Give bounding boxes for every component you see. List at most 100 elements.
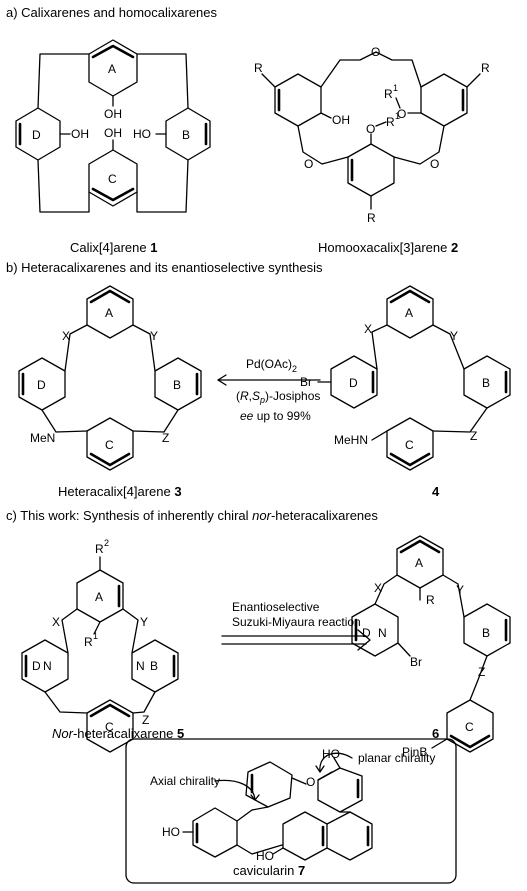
z-label-6: Z — [478, 665, 485, 679]
ring-label-c-6: C — [465, 720, 474, 734]
br-label-6: Br — [410, 655, 422, 669]
ring-label-d-3: D — [37, 378, 46, 392]
r1-sup-2a: 1 — [393, 83, 398, 93]
caption-6-num: 6 — [432, 726, 440, 741]
caption-2-num: 2 — [450, 240, 459, 255]
cav-ring-left — [192, 807, 238, 858]
ho-label-b-1: HO — [133, 127, 151, 141]
ring-a-4 — [386, 285, 434, 339]
x-label-3: X — [62, 329, 70, 343]
cond-josiphos: (R,Sp)-Josiphos — [236, 389, 320, 405]
ring-2-left — [274, 73, 322, 127]
planar-arrow-head — [315, 765, 325, 773]
link-3-y — [132, 324, 156, 372]
oh-label-d-1: OH — [71, 127, 89, 141]
cav-linker-2 — [236, 844, 283, 855]
caption-compound-3: Heteracalix[4]arene 3 — [58, 484, 182, 499]
section-c-suffix: -heteracalixarenes — [270, 508, 378, 523]
ring-label-d-5: D — [32, 659, 41, 673]
r1-label-5: R — [84, 635, 93, 649]
cavicularin-frame — [125, 738, 457, 884]
cav-ho-bond — [333, 757, 341, 769]
retro-head — [357, 629, 371, 651]
structure-nor-heteracalixarene: A D B C N N X Y Z R 2 R 1 — [21, 538, 179, 753]
ring-2-right — [420, 73, 468, 127]
n-label-6: N — [378, 626, 387, 640]
o-label-2-right: O — [430, 157, 439, 171]
link-4-nh — [371, 430, 388, 441]
ring-label-d-6: D — [362, 626, 371, 640]
r-bond-right — [466, 73, 481, 88]
section-a-title: a) Calixarenes and homocalixarenes — [6, 5, 218, 20]
oh-label-a-1: OH — [104, 107, 122, 121]
link-6-br — [397, 642, 411, 657]
ring-label-a-3: A — [105, 306, 113, 320]
section-c-title: c) This work: Synthesis of inherently ch… — [6, 508, 378, 523]
z-label-5: Z — [142, 713, 149, 727]
caption-compound-1: Calix[4]arene 1 — [70, 240, 157, 255]
y-label-3: Y — [150, 329, 158, 343]
ring-label-c-1: C — [108, 172, 117, 186]
cav-ring-lower — [282, 811, 328, 861]
caption-compound-7: cavicularin 7 — [233, 863, 305, 878]
r2-sup-5: 2 — [104, 538, 109, 548]
pinb-label-6: PinB — [402, 745, 427, 759]
cond-ee: ee up to 99% — [240, 409, 311, 423]
r1-sup-5: 1 — [93, 631, 98, 641]
oh-label-2: OH — [332, 113, 350, 127]
planar-chirality-label: planar chirality — [358, 751, 435, 765]
link-5-y — [122, 608, 139, 654]
section-b-title: b) Heteracalixarenes and its enantiosele… — [6, 260, 323, 275]
link-5-z — [132, 691, 156, 714]
caption-1-num: 1 — [150, 240, 158, 255]
structure-homooxacalix3arene: R R R O O O OH O R 1 O R 1 — [254, 45, 490, 225]
r-label-2-right: R — [481, 61, 490, 75]
r1-sup-2b: 1 — [395, 111, 400, 121]
caption-3-num: 3 — [174, 484, 182, 499]
ring-c-6 — [446, 699, 494, 753]
ring-c-4-inner — [389, 452, 431, 467]
ring-label-d-1: D — [32, 128, 41, 142]
o-label-2-top: O — [371, 45, 380, 59]
ring-label-b-4: B — [482, 376, 490, 390]
z-label-4: Z — [470, 429, 477, 443]
link-3-x — [64, 324, 88, 372]
arrow-b-head — [217, 374, 227, 386]
men-label-3: MeN — [30, 431, 55, 445]
caption-5-text: -heteracalixarene — [72, 726, 178, 741]
caption-7-num: 7 — [298, 863, 306, 878]
ring-c-3-inner — [89, 452, 131, 467]
ring-label-c-3: C — [105, 438, 114, 452]
structure-calix4arene: A C D B OH OH OH HO — [15, 39, 211, 213]
o-label-2-left: O — [304, 157, 313, 171]
x-label-5: X — [52, 615, 60, 629]
caption-2-text: Homooxacalix[3]arene — [318, 240, 451, 255]
caption-4-num: 4 — [432, 484, 440, 499]
ring-a-4-inner — [389, 289, 431, 304]
ring-a-3 — [86, 285, 134, 339]
planar-arrow — [319, 752, 353, 773]
ring-label-a-5: A — [95, 590, 103, 604]
bridge-1-dc — [37, 159, 90, 213]
bridge-1-bc — [136, 159, 189, 213]
oh-label-c-1: OH — [104, 126, 122, 140]
r-label-2-left: R — [254, 61, 263, 75]
link-6-x — [374, 574, 398, 605]
r1-label-2a: R — [384, 87, 393, 101]
ho-label-cav-bottom: HO — [256, 849, 274, 863]
x-label-6: X — [374, 581, 382, 595]
cond-suzuki-1: Enantioselective — [232, 600, 320, 614]
ho-label-cav-left: HO — [162, 825, 180, 839]
cav-ring-fused — [326, 811, 373, 861]
link-4-y — [432, 324, 465, 370]
cav-ho-lower-bond — [272, 847, 284, 855]
link-5-dc — [44, 691, 88, 714]
link-6-y — [442, 574, 465, 618]
link-4-z — [432, 407, 488, 433]
n-label-5-b: N — [136, 659, 145, 673]
axial-arrow — [214, 779, 256, 801]
ring-label-b-6: B — [482, 626, 490, 640]
caption-compound-6: 6 — [432, 726, 439, 741]
ring-label-c-5: C — [105, 720, 114, 734]
z-label-3: Z — [162, 431, 169, 445]
